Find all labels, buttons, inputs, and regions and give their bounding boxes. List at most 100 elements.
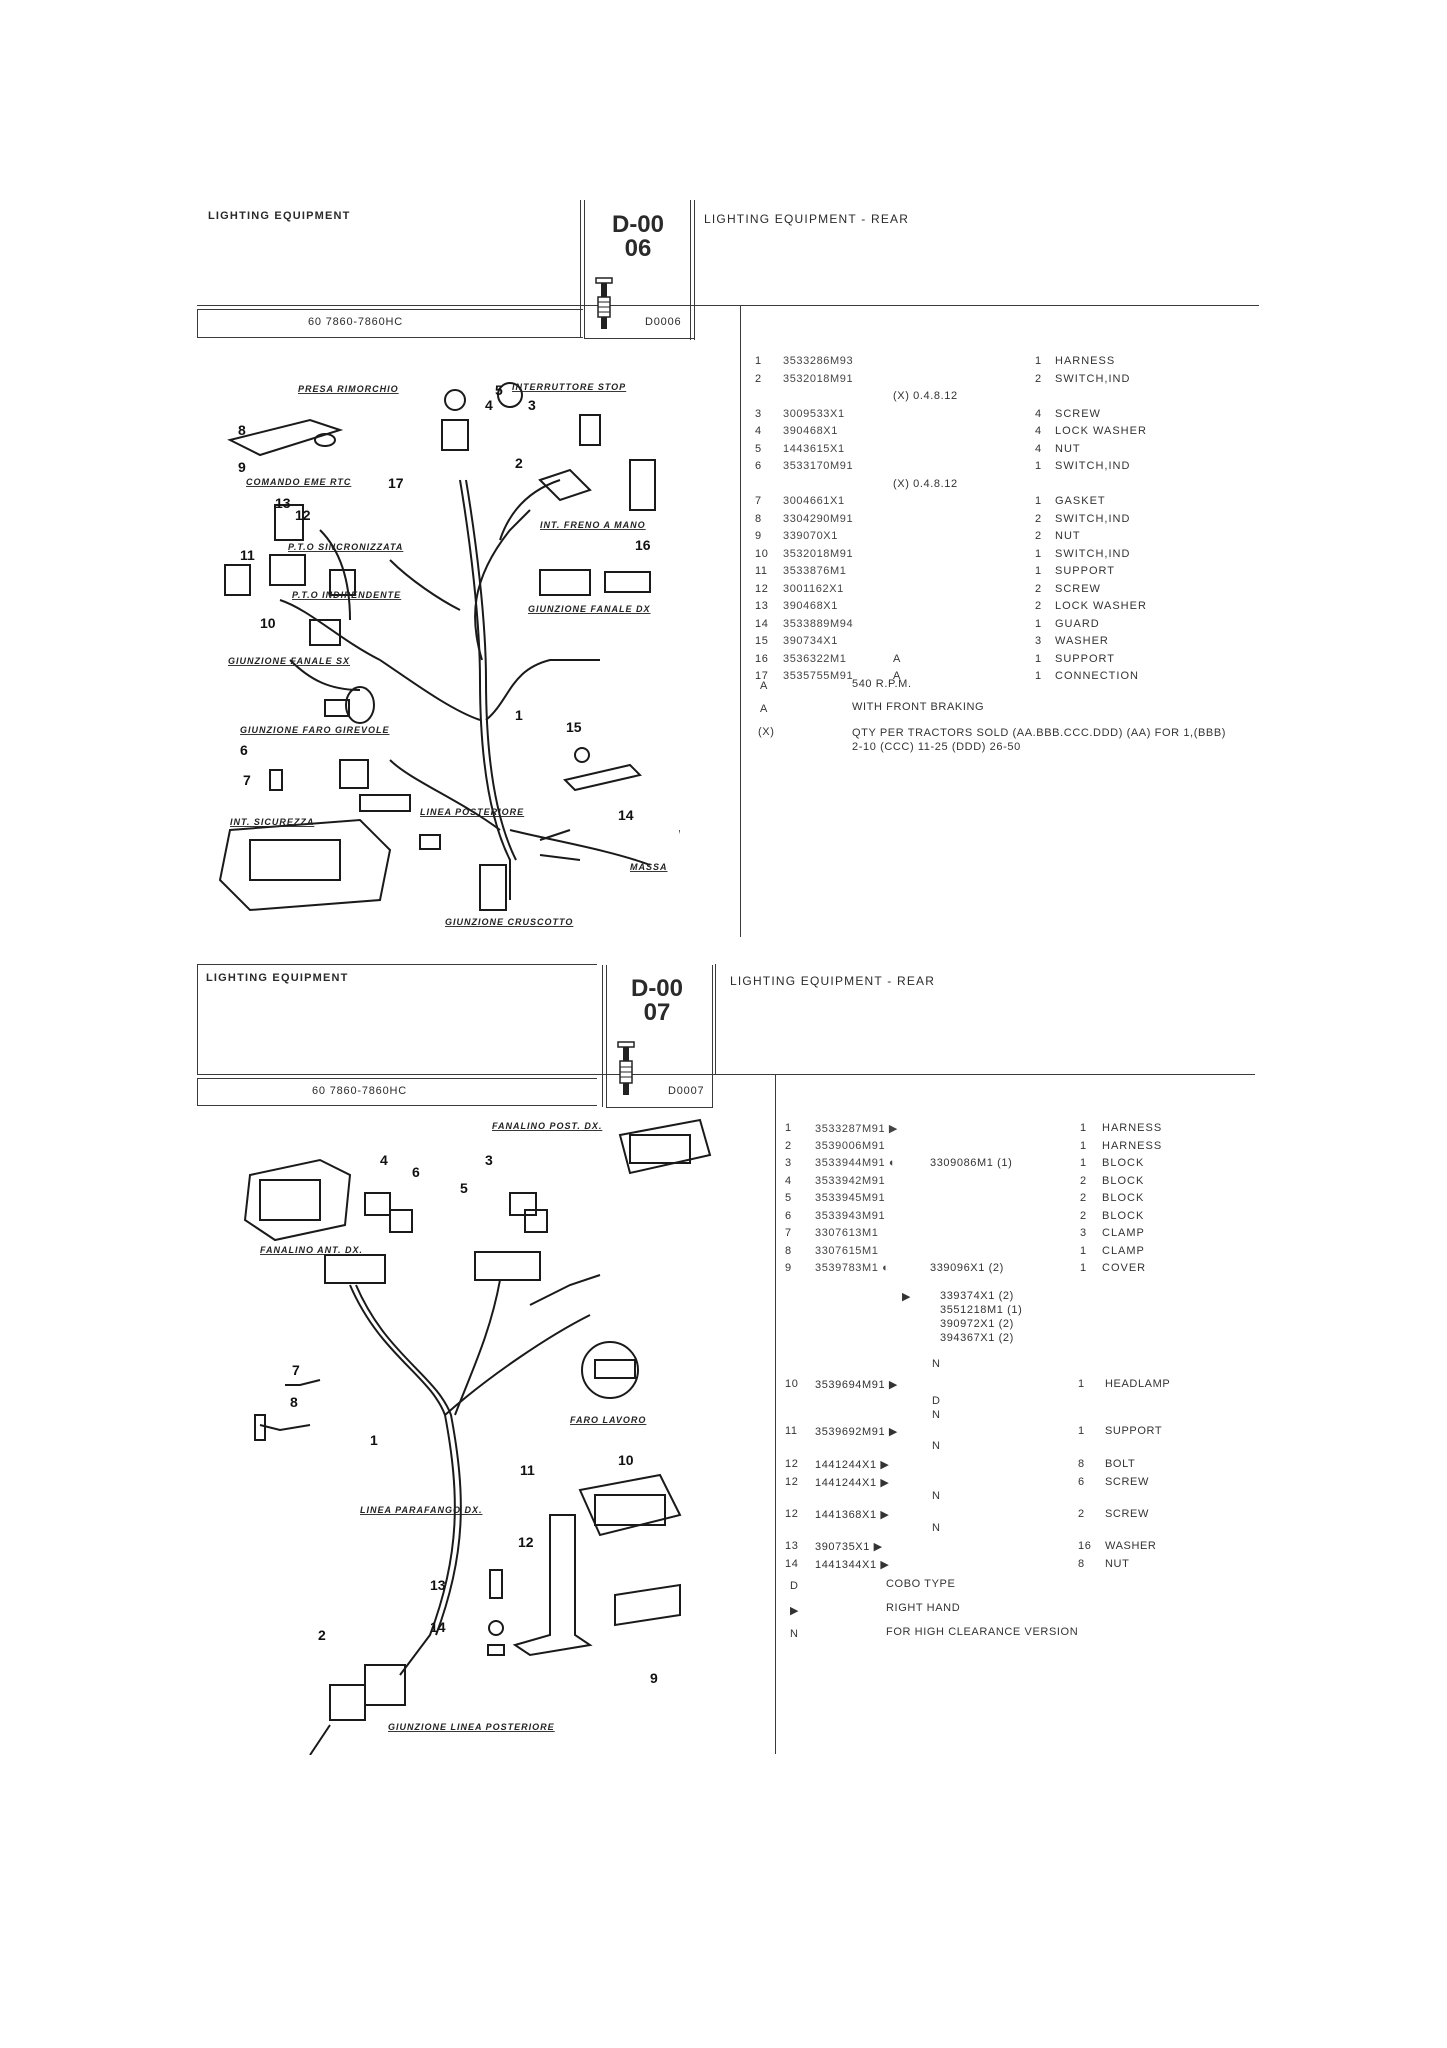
part-number: 3535755M91	[783, 670, 854, 682]
quantity: 1	[1035, 355, 1042, 367]
ref-number: 11	[785, 1425, 798, 1437]
part-note	[930, 1122, 1080, 1140]
quantity: 2	[1080, 1209, 1087, 1222]
callout-11: 11	[520, 1462, 535, 1478]
footnote-text: RIGHT HAND	[886, 1602, 961, 1614]
part-number	[783, 478, 893, 496]
ref-number: 7	[785, 1227, 792, 1239]
page-code-bottom: 07	[643, 999, 671, 1026]
label-comando-eme: COMANDO EME RTC	[246, 477, 351, 487]
ref-number: 15	[755, 635, 769, 647]
footnote-key: ▶	[790, 1605, 800, 1617]
callout-6: 6	[240, 742, 248, 758]
callout-7: 7	[292, 1362, 300, 1378]
part-number: 3539694M91 ▶	[815, 1379, 898, 1391]
description: LOCK WASHER	[1055, 425, 1147, 437]
description: LOCK WASHER	[1055, 600, 1147, 612]
label-giunzione-fanale-sx: GIUNZIONE FANALE SX	[228, 656, 350, 666]
part-note	[893, 618, 1035, 636]
part-note	[893, 443, 1035, 461]
callout-5: 5	[460, 1180, 468, 1196]
alt-part: 339374X1 (2)	[940, 1290, 1014, 1302]
callout-9: 9	[238, 459, 246, 475]
quantity: 16	[1078, 1540, 1092, 1552]
part-number: 3536322M1	[783, 652, 847, 665]
label-giunzione-linea: GIUNZIONE LINEA POSTERIORE	[388, 1722, 555, 1732]
part-number: 3532018M91	[783, 547, 854, 560]
part-note	[893, 565, 1035, 583]
description: WASHER	[1105, 1540, 1157, 1552]
ref-number: 14	[785, 1558, 799, 1570]
label-interruttore-stop: INTERRUTTORE STOP	[512, 382, 626, 392]
ref-number: 1	[755, 355, 762, 367]
ref-number: 17	[755, 670, 769, 682]
quantity: 4	[1035, 407, 1042, 420]
ref-number: 5	[755, 442, 762, 455]
pin-icon	[617, 1041, 635, 1095]
callout-12: 12	[295, 507, 311, 523]
label-int-sicurezza: INT. SICUREZZA	[230, 817, 314, 827]
label-fanalino-ant: FANALINO ANT. DX.	[260, 1245, 363, 1255]
description: SWITCH,IND	[1055, 460, 1131, 472]
part-note	[930, 1192, 1080, 1210]
version-mark: N	[932, 1522, 941, 1534]
quantity: 1	[1035, 547, 1042, 560]
description: GASKET	[1055, 495, 1106, 507]
quantity: 4	[1035, 442, 1042, 455]
description: SWITCH,IND	[1055, 372, 1131, 385]
quantity: 2	[1035, 372, 1042, 385]
ref-number: 12	[785, 1508, 799, 1520]
ref-number: 10	[785, 1378, 799, 1390]
ref-number: 12	[755, 582, 769, 595]
part-note	[893, 495, 1035, 513]
part-number: 3533286M93	[783, 355, 854, 367]
part-number: 3532018M91	[783, 372, 854, 385]
part-number: 3533942M91	[815, 1174, 886, 1187]
part-note	[893, 355, 1035, 373]
footnote-text: WITH FRONT BRAKING	[852, 701, 985, 713]
page-code-top: D-00	[630, 975, 684, 1002]
label-linea-posteriore: LINEA POSTERIORE	[420, 807, 524, 817]
ref-number	[755, 478, 783, 496]
table-row: (X) 0.4.8.12	[755, 478, 1215, 496]
description: SWITCH,IND	[1055, 547, 1131, 560]
quantity: 2	[1035, 512, 1042, 525]
section-title-left: LIGHTING EQUIPMENT	[206, 972, 349, 984]
ref-number: 5	[785, 1192, 792, 1204]
quantity: 1	[1035, 617, 1042, 630]
callout-1: 1	[515, 707, 523, 723]
part-note	[893, 583, 1035, 601]
ref-number: 6	[755, 460, 762, 472]
ref-number: 12	[785, 1476, 799, 1488]
label-giunzione-cruscotto: GIUNZIONE CRUSCOTTO	[445, 917, 573, 927]
description: SWITCH,IND	[1055, 512, 1131, 525]
footnote-text: COBO TYPE	[886, 1578, 956, 1590]
description: WASHER	[1055, 635, 1109, 647]
ref-number: 4	[755, 425, 762, 437]
description: CLAMP	[1102, 1244, 1145, 1257]
ref-number: 2	[755, 372, 762, 385]
callout-13: 13	[275, 495, 291, 511]
part-note: (X) 0.4.8.12	[893, 390, 958, 402]
version-mark: N	[932, 1440, 941, 1452]
quantity: 1	[1080, 1262, 1087, 1274]
quantity: 1	[1035, 652, 1042, 665]
part-note	[893, 548, 1035, 566]
callout-2: 2	[318, 1627, 326, 1643]
part-number: 3307613M1	[815, 1227, 879, 1239]
alt-part: 390972X1 (2)	[940, 1318, 1014, 1330]
part-note	[893, 530, 1035, 548]
quantity: 3	[1035, 635, 1042, 647]
part-number: 390468X1	[783, 600, 838, 612]
part-number: 3533876M1	[783, 565, 847, 577]
